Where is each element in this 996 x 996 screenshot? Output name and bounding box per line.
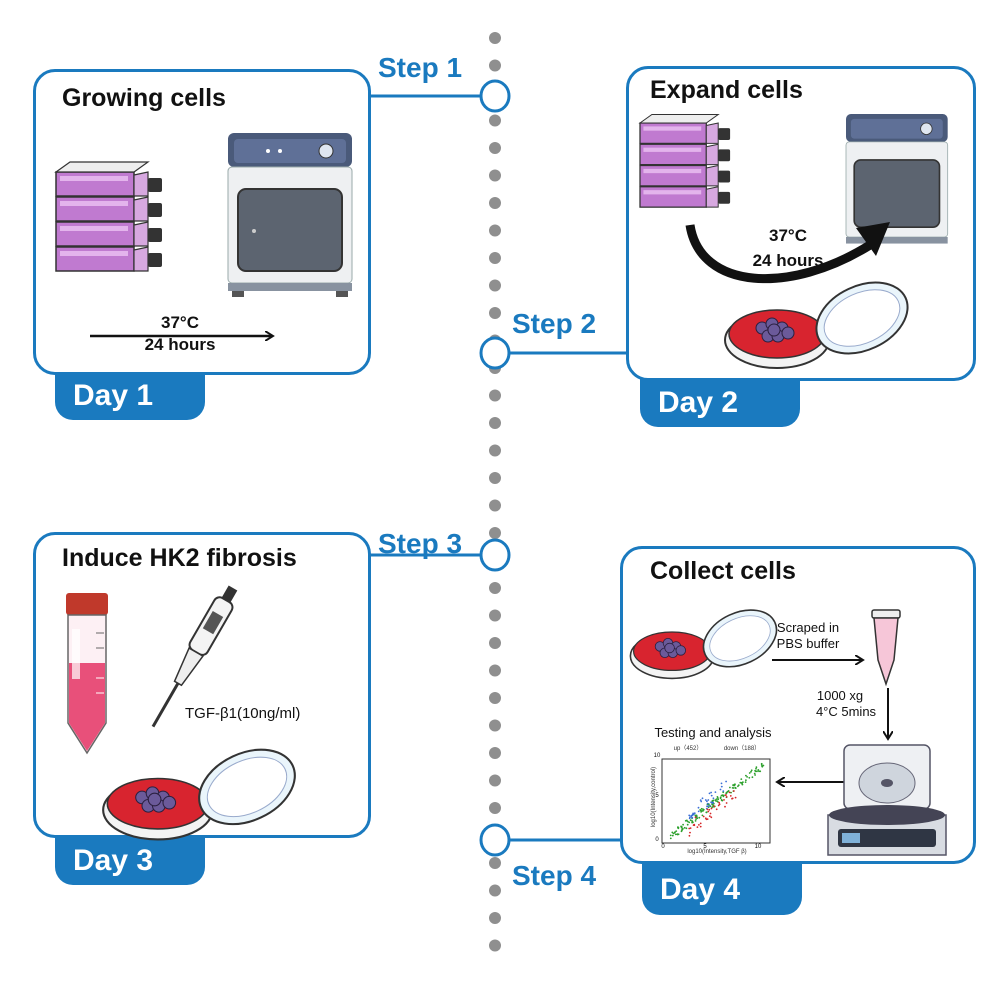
scrape-label: Scraped in xyxy=(776,620,840,635)
step-label-2: Step 2 xyxy=(512,308,597,339)
incubator-icon xyxy=(227,133,353,297)
day-label: Day 3 xyxy=(73,844,154,877)
tick-label: 10 xyxy=(653,753,661,759)
timeline xyxy=(489,32,501,952)
connectors xyxy=(368,94,626,842)
panel-title: Growing cells xyxy=(62,84,226,112)
day-label: Day 4 xyxy=(660,873,741,906)
scatter-points xyxy=(669,762,765,840)
petri-dish-icon xyxy=(724,281,909,369)
duration-label: 24 hours xyxy=(144,335,216,354)
panel-title: Collect cells xyxy=(650,557,796,585)
microtube-icon xyxy=(871,609,901,687)
petri-dish-icon xyxy=(102,748,296,841)
panel-title: Induce HK2 fibrosis xyxy=(62,544,297,572)
plot-xlabel: log10(Intensity,TGF β) xyxy=(687,849,747,855)
day-label: Day 1 xyxy=(73,379,154,412)
timeline-nodes xyxy=(479,79,511,857)
incubator-icon xyxy=(845,114,949,244)
legend-up: up（452） xyxy=(673,746,703,752)
legend-down: down（188） xyxy=(723,746,761,752)
temperature-label: 37°C xyxy=(161,313,199,332)
pipette-icon xyxy=(151,585,238,728)
curved-arrow xyxy=(685,224,873,284)
centrifuge-icon xyxy=(827,744,947,856)
step-label-3: Step 3 xyxy=(378,528,463,559)
tick-label: 5 xyxy=(655,793,659,799)
tick-label: 10 xyxy=(754,844,762,850)
tick-label: 0 xyxy=(655,837,659,843)
step-label-1: Step 1 xyxy=(378,52,463,83)
centrifuge-tube-icon xyxy=(66,593,108,755)
tick-label: 5 xyxy=(703,844,707,850)
duration-label: 24 hours xyxy=(752,251,824,270)
analysis-label: Testing and analysis xyxy=(654,725,772,740)
panel-title: Expand cells xyxy=(650,76,803,104)
flask-stack-icon xyxy=(54,161,162,272)
scatter-plot-icon xyxy=(642,745,774,857)
day-label: Day 2 xyxy=(658,386,739,419)
tick-label: 0 xyxy=(661,844,665,850)
day-tab-4: Day 4 xyxy=(642,855,802,915)
petri-dish-icon xyxy=(629,609,778,680)
step-label-4: Step 4 xyxy=(512,860,597,891)
speed-label: 1000 xg xyxy=(816,688,864,703)
temperature-label: 37°C xyxy=(769,226,807,245)
condition-label: 4°C 5mins xyxy=(815,704,877,719)
reagent-label: TGF-β1(10ng/ml) xyxy=(185,705,301,722)
flask-stack-icon xyxy=(638,113,731,208)
day-tab-3: Day 3 xyxy=(55,830,205,885)
buffer-label: PBS buffer xyxy=(776,636,840,651)
